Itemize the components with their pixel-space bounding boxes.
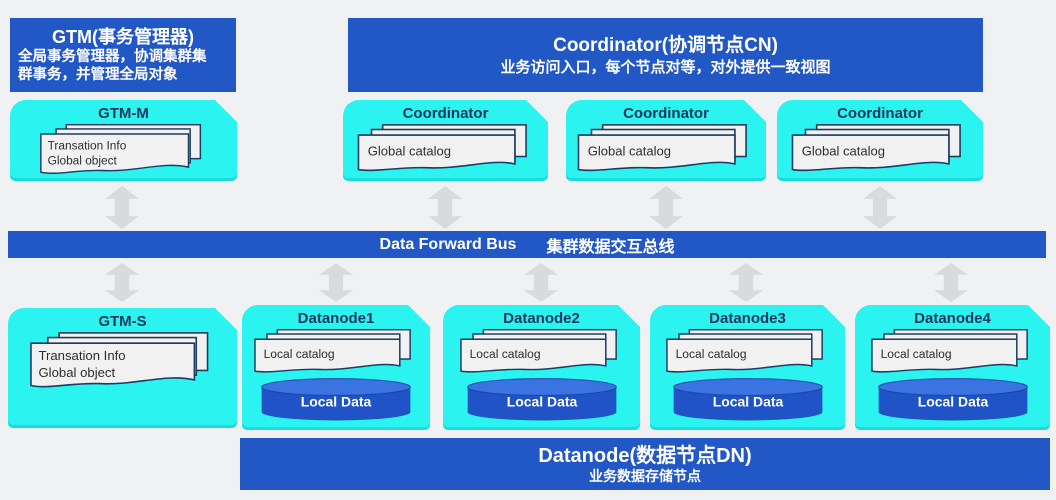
coordinator-node-2-title: Coordinator — [623, 105, 709, 122]
datanode-4-doc-label: Local catalog — [880, 347, 951, 361]
datanode-1-document-stack-icon: Local catalog — [254, 328, 411, 373]
gtm-m-node: GTM-M Transation Info Global object — [10, 100, 237, 181]
gtm-header-box: GTM(事务管理器) 全局事务管理器，协调集群集 群事务，并管理全局对象 — [10, 18, 236, 92]
coordinator-node-1-title: Coordinator — [402, 105, 489, 122]
coordinator-2-document-stack-icon: Global catalog — [577, 124, 747, 172]
coordinator-node-3-title: Coordinator — [837, 105, 923, 122]
coordinator-2-doc-label: Global catalog — [588, 144, 671, 159]
bus-label-en: Data Forward Bus — [379, 235, 517, 253]
coordinator-1-document-stack-icon: Global catalog — [357, 124, 527, 172]
gtm-header-desc-line2: 群事务，并管理全局对象 — [18, 67, 178, 83]
datanode-2-cylinder-icon: Local Data — [466, 378, 617, 421]
gtm-s-document-stack-icon: Transation Info Global object — [29, 332, 208, 388]
datanode-3-cylinder-label: Local Data — [712, 394, 783, 410]
coordinator-header-title: Coordinator(协调节点CN) — [553, 34, 778, 56]
bidirectional-arrow-bus-dn2 — [524, 263, 558, 302]
bidirectional-arrow-bus-dn1 — [319, 263, 353, 302]
gtm-m-document-stack-icon: Transation Info Global object — [39, 123, 201, 174]
datanode-2-title: Datanode2 — [503, 310, 580, 327]
gtm-s-title: GTM-S — [98, 313, 147, 330]
datanode-2-document-stack-icon: Local catalog — [459, 328, 617, 373]
gtm-s-node: GTM-S Transation Info Global object — [8, 308, 237, 428]
datanode-4: Datanode4 Local catalog Local Data — [855, 305, 1050, 430]
bidirectional-arrow-bus-dn4 — [934, 263, 968, 302]
bus-label-zh: 集群数据交互总线 — [546, 238, 675, 256]
bidirectional-arrow-gtm-bus — [105, 186, 139, 229]
coordinator-header-subtitle: 业务访问入口，每个节点对等，对外提供一致视图 — [500, 58, 831, 76]
gtm-m-doc-line1: Transation Info — [47, 138, 126, 152]
datanode-2: Datanode2 Local catalog Local Data — [443, 305, 640, 430]
coordinator-node-3: Coordinator Global catalog — [777, 100, 983, 181]
gtm-header-title: GTM(事务管理器) — [52, 27, 194, 47]
datanode-1: Datanode1 Local catalog Local Data — [242, 305, 430, 430]
datanode-2-doc-label: Local catalog — [469, 347, 540, 361]
datanode-4-cylinder-label: Local Data — [917, 394, 988, 410]
coordinator-3-doc-label: Global catalog — [802, 144, 885, 159]
gtm-s-doc-line2: Global object — [38, 365, 115, 380]
bidirectional-arrow-cn2-bus — [649, 186, 683, 229]
bidirectional-arrow-bus-dn3 — [729, 263, 763, 302]
coordinator-node-2: Coordinator Global catalog — [566, 100, 766, 181]
datanode-3-cylinder-icon: Local Data — [672, 378, 823, 421]
datanode-4-title: Datanode4 — [914, 310, 991, 327]
data-forward-bus-bar: Data Forward Bus 集群数据交互总线 — [8, 231, 1046, 258]
datanode-3-title: Datanode3 — [709, 310, 786, 327]
datanode-footer-title: Datanode(数据节点DN) — [538, 444, 752, 467]
datanode-2-cylinder-label: Local Data — [506, 394, 577, 410]
datanode-footer-box: Datanode(数据节点DN) 业务数据存储节点 — [240, 438, 1050, 490]
bidirectional-arrow-cn1-bus — [428, 186, 462, 229]
coordinator-node-1: Coordinator Global catalog — [343, 100, 548, 181]
datanode-3-document-stack-icon: Local catalog — [665, 328, 823, 373]
gtm-m-title: GTM-M — [98, 105, 149, 122]
datanode-1-cylinder-label: Local Data — [301, 394, 372, 410]
datanode-footer-subtitle: 业务数据存储节点 — [589, 467, 701, 484]
bidirectional-arrow-bus-gtms — [105, 263, 139, 302]
coordinator-header-box: Coordinator(协调节点CN) 业务访问入口，每个节点对等，对外提供一致… — [348, 18, 983, 92]
datanode-1-doc-label: Local catalog — [264, 347, 335, 361]
gtm-header-desc-line1: 全局事务管理器，协调集群集 — [18, 49, 207, 65]
gtm-s-doc-line1: Transation Info — [38, 348, 125, 363]
gtm-m-doc-line2: Global object — [47, 154, 117, 168]
datanode-1-title: Datanode1 — [297, 310, 375, 327]
datanode-3: Datanode3 Local catalog Local Data — [650, 305, 845, 430]
coordinator-3-document-stack-icon: Global catalog — [791, 124, 961, 172]
datanode-4-document-stack-icon: Local catalog — [870, 328, 1028, 373]
datanode-1-cylinder-icon: Local Data — [261, 378, 411, 421]
datanode-4-cylinder-icon: Local Data — [877, 378, 1028, 421]
bidirectional-arrow-cn3-bus — [863, 186, 897, 229]
coordinator-1-doc-label: Global catalog — [367, 144, 450, 159]
datanode-3-doc-label: Local catalog — [675, 347, 746, 361]
